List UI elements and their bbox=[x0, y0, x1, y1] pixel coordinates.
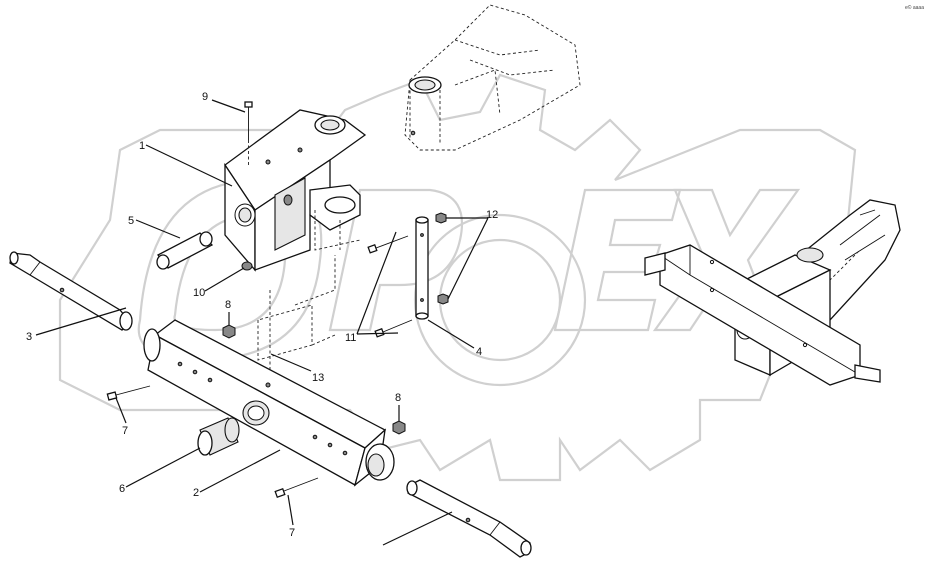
part-4-king-pin bbox=[415, 216, 429, 320]
callout-11: 11 bbox=[345, 332, 356, 344]
callout-1: 1 bbox=[139, 140, 145, 152]
part-7-bolt-upper bbox=[106, 385, 151, 401]
leader-lines bbox=[35, 99, 489, 546]
part-10-nut bbox=[241, 261, 253, 271]
corner-code-text: e© aaaa bbox=[905, 4, 924, 11]
part-11-bolt-lower bbox=[374, 319, 413, 338]
callout-2: 2 bbox=[193, 487, 199, 499]
callout-10: 10 bbox=[193, 287, 205, 299]
callout-6: 6 bbox=[119, 483, 125, 495]
right-spindle bbox=[406, 479, 532, 558]
frame-arm bbox=[404, 4, 581, 151]
callout-8-lower: 8 bbox=[395, 392, 401, 404]
callout-7-lower: 7 bbox=[289, 527, 295, 539]
part-8-nut-upper bbox=[222, 324, 236, 339]
callout-13: 13 bbox=[312, 372, 324, 384]
callout-3: 3 bbox=[26, 331, 32, 343]
part-5-pin bbox=[156, 231, 214, 270]
part-6-sleeve bbox=[197, 417, 240, 456]
part-12-nut-upper bbox=[435, 212, 447, 224]
part-9-bolt bbox=[244, 101, 253, 165]
part-3-spindle bbox=[9, 251, 133, 331]
callout-8-upper: 8 bbox=[225, 299, 231, 311]
assembled-axle-view bbox=[644, 199, 901, 386]
part-12-nut-lower bbox=[437, 293, 449, 305]
callout-4: 4 bbox=[476, 346, 482, 358]
callout-7-upper: 7 bbox=[122, 425, 128, 437]
callout-labels: 9 1 5 10 3 8 11 12 4 13 7 8 6 2 7 bbox=[26, 91, 498, 539]
part-2-axle-tube bbox=[143, 319, 395, 487]
callout-5: 5 bbox=[128, 215, 134, 227]
part-11-bolt-upper bbox=[367, 235, 409, 254]
callout-12: 12 bbox=[486, 209, 498, 221]
part-7-bolt-lower bbox=[274, 477, 319, 499]
part-8-nut-lower bbox=[392, 420, 406, 435]
part-1-bracket bbox=[224, 109, 367, 272]
callout-9: 9 bbox=[202, 91, 208, 103]
